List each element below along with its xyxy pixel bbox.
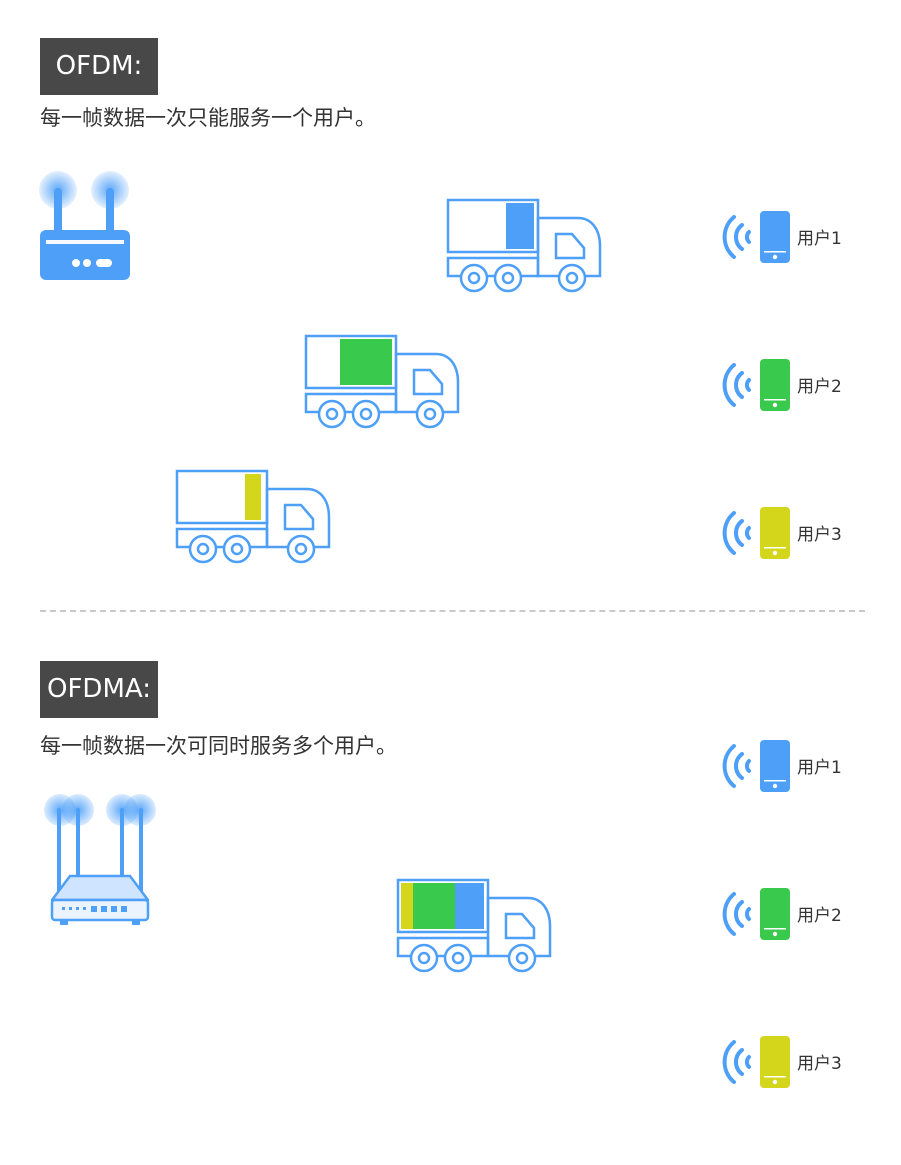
router-icon: [39, 171, 130, 280]
ofdma-tag: OFDMA:: [40, 661, 158, 718]
phone-signal-icon: [722, 211, 790, 263]
truck-yellow: [175, 469, 331, 564]
user-1-bottom: 用户1: [722, 739, 862, 792]
phone-signal-icon: [722, 359, 790, 411]
user-label: 用户1: [797, 758, 842, 778]
user-3-bottom: 用户3: [722, 1035, 862, 1088]
user-3-top: 用户3: [722, 506, 862, 559]
truck-blue: [446, 198, 602, 293]
user-label: 用户3: [797, 525, 842, 545]
user-1-top: 用户1: [722, 210, 862, 263]
phone-signal-icon: [722, 1036, 790, 1088]
user-label: 用户2: [797, 906, 842, 926]
truck-green: [304, 334, 460, 429]
ofdma-description: 每一帧数据一次可同时服务多个用户。: [40, 734, 397, 758]
phone-signal-icon: [722, 740, 790, 792]
user-label: 用户3: [797, 1054, 842, 1074]
ofdm-description: 每一帧数据一次只能服务一个用户。: [40, 106, 376, 130]
user-label: 用户2: [797, 377, 842, 397]
user-2-bottom: 用户2: [722, 887, 862, 940]
wifi-router-icon: [44, 794, 156, 925]
phone-signal-icon: [722, 888, 790, 940]
section-divider: [40, 610, 865, 612]
ofdm-tag: OFDM:: [40, 38, 158, 95]
user-2-top: 用户2: [722, 358, 862, 411]
phone-signal-icon: [722, 507, 790, 559]
user-label: 用户1: [797, 229, 842, 249]
truck-combined: [396, 878, 552, 973]
